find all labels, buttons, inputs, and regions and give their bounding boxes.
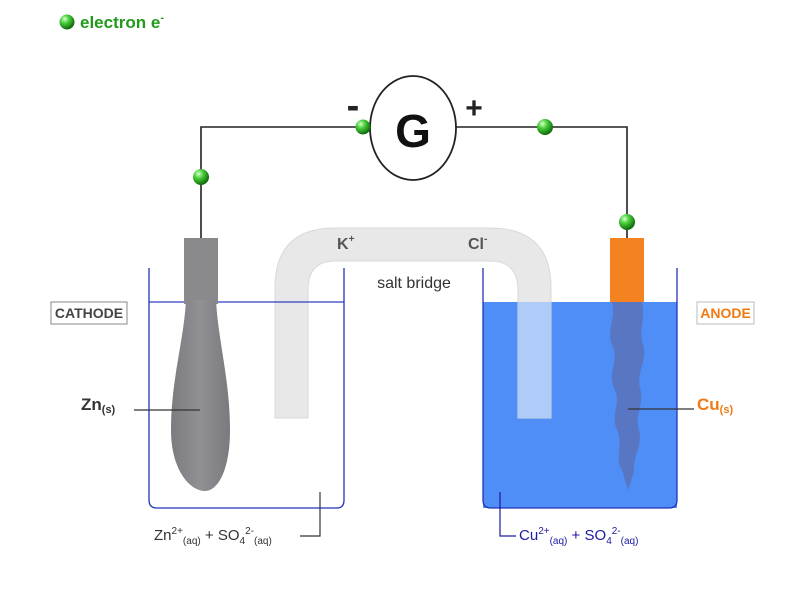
zinc-electrode [171,300,230,491]
left-beaker [148,238,345,509]
zinc-solution-label: Zn2+(aq) + SO42-(aq) [154,492,321,547]
copper-sulfate-solution [483,302,677,508]
electrons [193,119,635,230]
galvanometer-label: G [395,105,431,157]
legend-electron-icon [59,14,75,30]
salt-bridge-label: salt bridge [377,275,451,292]
galvanometer-minus-sign: - [347,85,360,127]
svg-text:Cu2+(aq) + SO42-(aq): Cu2+(aq) + SO42-(aq) [519,526,638,547]
copper-electrode-corroded [610,302,645,490]
legend: electron e- [59,12,164,32]
anion-label: Cl- [468,234,487,253]
zinc-label: Zn(s) [81,395,200,416]
salt-bridge: salt bridge K+ Cl- [274,227,552,419]
electron-icon [193,169,209,185]
copper-solution-label: Cu2+(aq) + SO42-(aq) [499,492,638,547]
salt-bridge-submerged-end [518,302,551,418]
right-beaker [482,238,678,509]
external-circuit-wire [200,126,628,240]
anode-tag-label: ANODE [700,305,751,321]
electron-icon [537,119,553,135]
svg-text:Zn2+(aq) + SO42-(aq): Zn2+(aq) + SO42-(aq) [154,526,272,547]
svg-text:Zn(s): Zn(s) [81,395,116,416]
cation-label: K+ [337,234,355,253]
cathode-tag-label: CATHODE [55,305,123,321]
anode-tag: ANODE [696,301,755,325]
galvanometer-plus-sign: + [465,92,483,125]
electron-icon [619,214,635,230]
copper-label: Cu(s) [628,395,733,416]
electron-icon [355,119,371,135]
zinc-electrode-rod [184,238,218,304]
copper-electrode [610,238,644,302]
svg-text:Cu(s): Cu(s) [697,395,733,416]
cathode-tag: CATHODE [50,301,128,325]
legend-label: electron e- [80,12,164,32]
galvanometer: G - + [347,75,483,181]
